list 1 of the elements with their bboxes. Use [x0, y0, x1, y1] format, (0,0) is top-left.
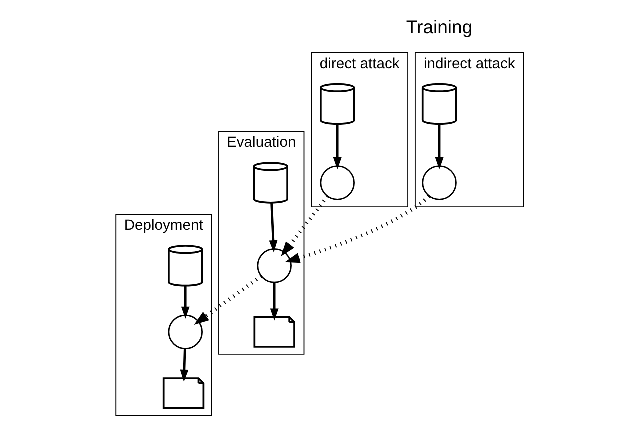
label: Training — [406, 16, 473, 38]
